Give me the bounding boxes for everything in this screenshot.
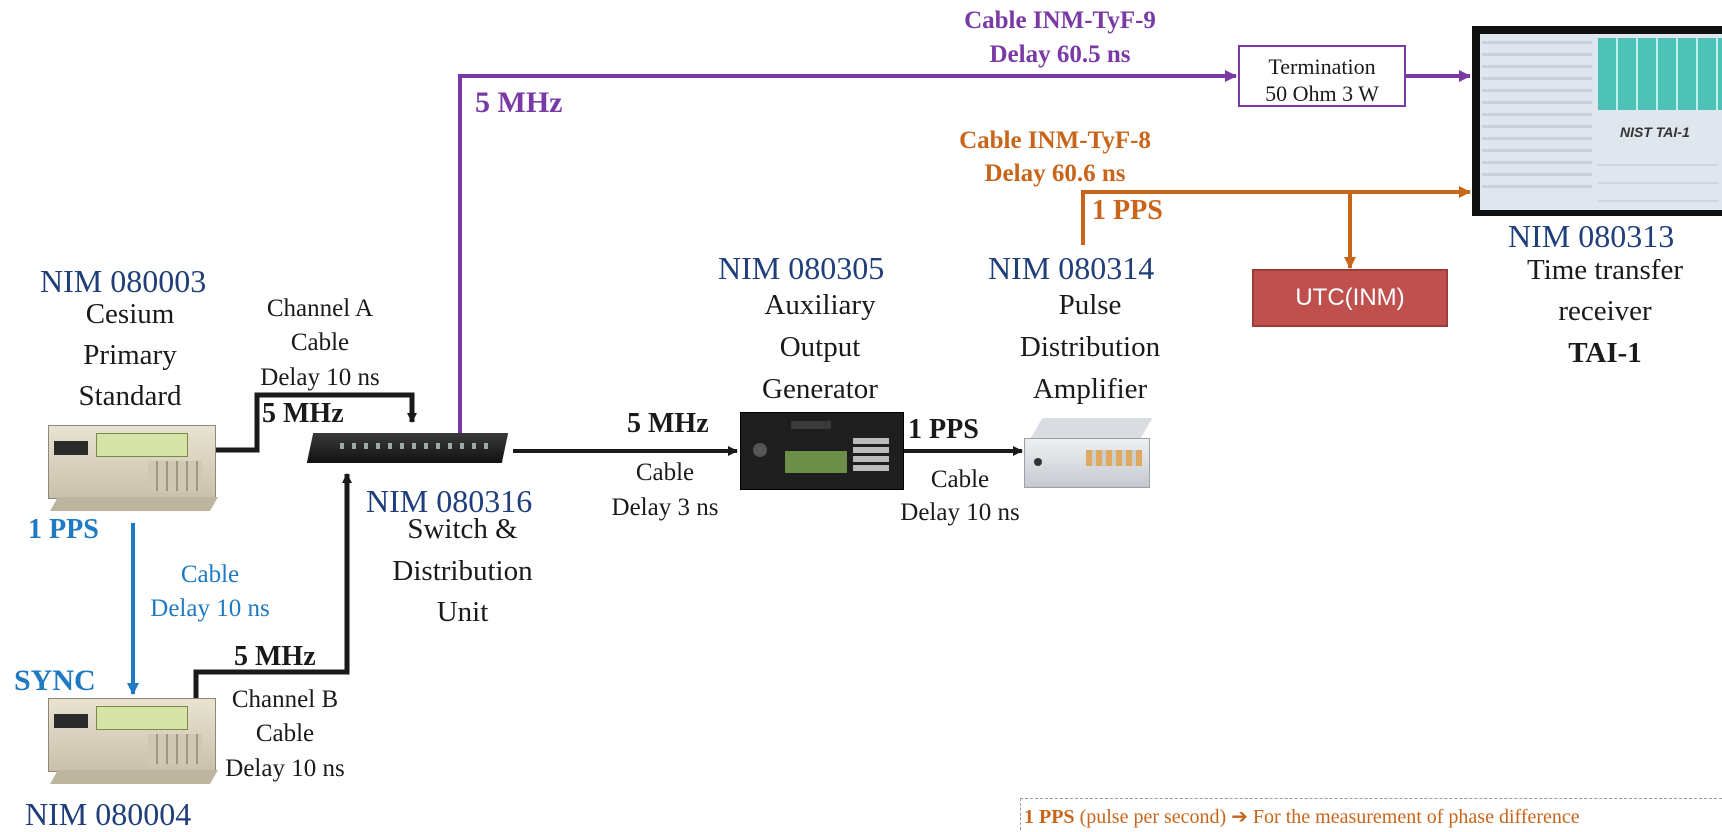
termination-label: Termination <box>1268 54 1376 79</box>
pps-out-wire <box>1081 186 1471 245</box>
channel-a-signal: 5 MHz <box>262 398 344 429</box>
utc-box: UTC(INM) <box>1252 269 1448 327</box>
channel-b-label: Channel B <box>231 686 339 713</box>
channel-a-cable: Cable <box>290 329 350 356</box>
aux-name-2: Output <box>779 331 861 363</box>
pps-out-cable: Cable INM-TyF-8 <box>959 127 1151 154</box>
receiver-name-3: TAI-1 <box>1568 337 1642 369</box>
cesium-standard-device <box>48 425 219 513</box>
channel-b-delay: Delay 10 ns <box>225 755 345 782</box>
switch-name-2: Distribution <box>392 555 533 587</box>
cesium2-id: NIM 080004 <box>25 796 192 832</box>
utc-label: UTC(INM) <box>1295 284 1405 311</box>
aux-name-1: Auxiliary <box>764 289 876 321</box>
receiver-id: NIM 080313 <box>1508 218 1675 254</box>
receiver-name-1: Time transfer <box>1527 254 1683 286</box>
sync-cable: Cable <box>180 561 240 588</box>
sync-target: SYNC <box>14 664 96 697</box>
switch-id: NIM 080316 <box>366 483 533 519</box>
nist-logo: NIST TAI-1 <box>1620 124 1690 140</box>
termination-spec: 50 Ohm 3 W <box>1265 81 1379 106</box>
cesium-standard-2-device <box>48 698 219 786</box>
footnote-bold: 1 PPS <box>1024 806 1075 828</box>
pulse-amplifier-device <box>1024 418 1153 490</box>
pps-out-signal: 1 PPS <box>1092 195 1163 226</box>
switch-to-aux-cable: Cable <box>635 459 695 486</box>
switch-name-1: Switch & <box>407 513 518 545</box>
switch-distribution-device <box>306 433 509 469</box>
top-5mhz-delay: Delay 60.5 ns <box>989 41 1131 68</box>
aux-name-3: Generator <box>762 373 878 405</box>
pulse-name-3: Amplifier <box>1032 373 1148 405</box>
pulse-name-1: Pulse <box>1058 289 1122 321</box>
footnote-text: (pulse per second) ➔ For the measurement… <box>1074 806 1580 828</box>
aux-to-pulse-cable: Cable <box>930 466 990 493</box>
footnote-box: 1 PPS (pulse per second) ➔ For the measu… <box>1020 798 1722 830</box>
aux-id: NIM 080305 <box>718 250 885 286</box>
channel-b-wire <box>193 473 352 705</box>
channel-b-cable: Cable <box>255 720 315 747</box>
cesium-name-2: Primary <box>83 339 177 371</box>
receiver-screen: NIST TAI-1 <box>1472 26 1722 216</box>
top-5mhz-signal: 5 MHz <box>475 86 563 119</box>
sync-delay: Delay 10 ns <box>150 595 270 622</box>
cesium-name-3: Standard <box>78 380 182 412</box>
cesium-name-1: Cesium <box>85 298 175 330</box>
auxiliary-generator-device <box>740 412 904 490</box>
switch-to-aux-signal: 5 MHz <box>627 408 709 439</box>
aux-to-pulse-delay: Delay 10 ns <box>900 499 1020 526</box>
receiver-name-2: receiver <box>1558 295 1652 327</box>
pps-out-delay: Delay 60.6 ns <box>984 160 1126 187</box>
aux-to-pulse-signal: 1 PPS <box>908 414 979 445</box>
channel-a-wire <box>213 392 417 453</box>
pulse-name-2: Distribution <box>1019 331 1161 363</box>
channel-b-signal: 5 MHz <box>234 641 316 672</box>
sync-pps-signal: 1 PPS <box>28 514 99 545</box>
switch-name-3: Unit <box>436 596 489 628</box>
termination-box: Termination 50 Ohm 3 W <box>1238 45 1406 107</box>
pulse-id: NIM 080314 <box>988 250 1155 286</box>
top-5mhz-wire <box>458 70 1237 433</box>
top-5mhz-cable: Cable INM-TyF-9 <box>964 7 1156 34</box>
switch-to-aux-delay: Delay 3 ns <box>611 494 719 521</box>
cesium-id: NIM 080003 <box>40 263 207 299</box>
channel-a-delay: Delay 10 ns <box>260 364 380 391</box>
channel-a-label: Channel A <box>266 295 374 322</box>
